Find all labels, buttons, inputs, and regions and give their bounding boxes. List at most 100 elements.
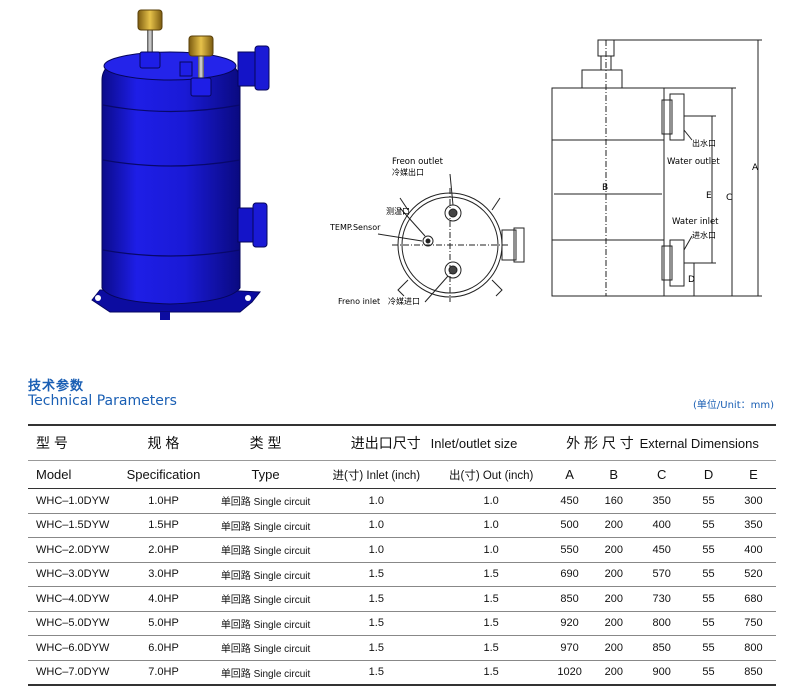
cell-model: WHC–3.0DYW [28, 562, 116, 587]
table-row: WHC–1.5DYW 1.5HP 单回路 Single circuit 1.0 … [28, 513, 776, 538]
cell-c: 450 [637, 537, 687, 563]
cell-type: 单回路 Single circuit [211, 488, 320, 514]
header-a: A [548, 460, 591, 489]
cell-inlet: 1.5 [319, 562, 434, 587]
dim-a-label: A [752, 163, 759, 173]
cell-d: 55 [686, 635, 731, 661]
cell-c: 850 [637, 635, 687, 661]
freon-outlet-label-en: Freon outlet [392, 157, 444, 167]
cell-model: WHC–2.0DYW [28, 537, 116, 563]
cell-outlet: 1.5 [433, 562, 549, 587]
table-row: WHC–7.0DYW 7.0HP 单回路 Single circuit 1.5 … [28, 660, 776, 686]
cell-b: 200 [590, 635, 638, 661]
header-outlet: 出(寸) Out (inch) [433, 460, 549, 489]
cell-e: 800 [730, 635, 776, 661]
cell-spec: 2.0HP [115, 537, 212, 563]
table-header-row-en: Model Specification Type 进(寸) Inlet (inc… [28, 460, 776, 489]
cell-b: 200 [590, 562, 638, 587]
cell-e: 680 [730, 586, 776, 612]
parameters-table: 型 号 规 格 类 型 进出口尺寸 Inlet/outlet size 外 形 … [28, 424, 776, 686]
freon-inlet-label-en: Freno inlet [338, 297, 380, 306]
cell-b: 160 [590, 488, 638, 514]
cell-type: 单回路 Single circuit [211, 513, 320, 538]
dim-c-label: C [726, 193, 732, 203]
cell-c: 350 [637, 488, 687, 514]
cell-inlet: 1.5 [319, 611, 434, 636]
cell-d: 55 [686, 611, 731, 636]
cell-outlet: 1.0 [433, 488, 549, 514]
header-e: E [730, 460, 776, 489]
cell-d: 55 [686, 488, 731, 514]
header-inout-en: Inlet/outlet size [430, 436, 518, 451]
header-external: 外 形 尺 寸 External Dimensions [548, 424, 776, 461]
header-spec-cn: 规 格 [115, 424, 212, 461]
cell-outlet: 1.5 [433, 635, 549, 661]
cell-inlet: 1.0 [319, 488, 434, 514]
cell-spec: 3.0HP [115, 562, 212, 587]
section-title-cn: 技术参数 [28, 379, 85, 394]
cell-inlet: 1.5 [319, 635, 434, 661]
header-type-cn: 类 型 [211, 424, 320, 461]
cell-type: 单回路 Single circuit [211, 537, 320, 563]
cell-spec: 7.0HP [115, 660, 212, 686]
header-type: Type [211, 460, 320, 489]
water-outlet-label-en: Water outlet [667, 157, 720, 167]
cell-type: 单回路 Single circuit [211, 611, 320, 636]
water-inlet-label-en: Water inlet [672, 217, 719, 227]
cell-e: 400 [730, 537, 776, 563]
table-row: WHC–3.0DYW 3.0HP 单回路 Single circuit 1.5 … [28, 562, 776, 587]
cell-spec: 1.0HP [115, 488, 212, 514]
cell-d: 55 [686, 513, 731, 538]
cell-outlet: 1.0 [433, 537, 549, 563]
cell-outlet: 1.5 [433, 660, 549, 686]
cell-model: WHC–4.0DYW [28, 586, 116, 612]
cell-a: 1020 [548, 660, 591, 686]
cell-outlet: 1.5 [433, 611, 549, 636]
header-b: B [590, 460, 638, 489]
header-ext-en: External Dimensions [639, 436, 759, 451]
cell-spec: 1.5HP [115, 513, 212, 538]
dim-d-label: D [688, 275, 695, 285]
side-view-drawing: B A C E D 出水口 Water outlet Water inlet 进… [551, 39, 762, 297]
cell-type: 单回路 Single circuit [211, 562, 320, 587]
unit-note: (单位/Unit：mm) [692, 400, 774, 411]
cell-b: 200 [590, 537, 638, 563]
cell-c: 900 [637, 660, 687, 686]
cell-e: 520 [730, 562, 776, 587]
cell-model: WHC–1.0DYW [28, 488, 116, 514]
header-ext-cn: 外 形 尺 寸 [566, 435, 634, 451]
cell-outlet: 1.5 [433, 586, 549, 612]
top-view-drawing: Freon outlet 冷媒出口 测温口 TEMP.Sensor Freno … [330, 157, 525, 306]
freon-inlet-label-cn: 冷媒进口 [388, 296, 420, 306]
cell-a: 970 [548, 635, 591, 661]
table-row: WHC–5.0DYW 5.0HP 单回路 Single circuit 1.5 … [28, 611, 776, 636]
table-header-row-cn: 型 号 规 格 类 型 进出口尺寸 Inlet/outlet size 外 形 … [28, 424, 776, 461]
header-inlet: 进(寸) Inlet (inch) [319, 460, 434, 489]
cell-a: 550 [548, 537, 591, 563]
water-inlet-label-cn: 进水口 [692, 230, 716, 240]
cell-b: 200 [590, 513, 638, 538]
dim-e-label: E [706, 191, 712, 201]
temp-sensor-label-en: TEMP.Sensor [330, 223, 381, 232]
table-row: WHC–2.0DYW 2.0HP 单回路 Single circuit 1.0 … [28, 537, 776, 563]
table-row: WHC–4.0DYW 4.0HP 单回路 Single circuit 1.5 … [28, 586, 776, 612]
cell-outlet: 1.0 [433, 513, 549, 538]
cell-b: 200 [590, 586, 638, 612]
header-model-cn: 型 号 [28, 424, 116, 461]
cell-d: 55 [686, 537, 731, 563]
cell-d: 55 [686, 586, 731, 612]
header-c: C [637, 460, 687, 489]
cell-model: WHC–7.0DYW [28, 660, 116, 686]
cell-type: 单回路 Single circuit [211, 635, 320, 661]
cell-model: WHC–5.0DYW [28, 611, 116, 636]
product-image [91, 9, 270, 320]
dim-b-label: B [602, 183, 608, 193]
cell-e: 850 [730, 660, 776, 686]
cell-a: 690 [548, 562, 591, 587]
cell-model: WHC–6.0DYW [28, 635, 116, 661]
water-outlet-label-cn: 出水口 [692, 138, 716, 148]
temp-sensor-label-cn: 测温口 [386, 207, 410, 216]
cell-a: 920 [548, 611, 591, 636]
cell-c: 570 [637, 562, 687, 587]
cell-a: 850 [548, 586, 591, 612]
